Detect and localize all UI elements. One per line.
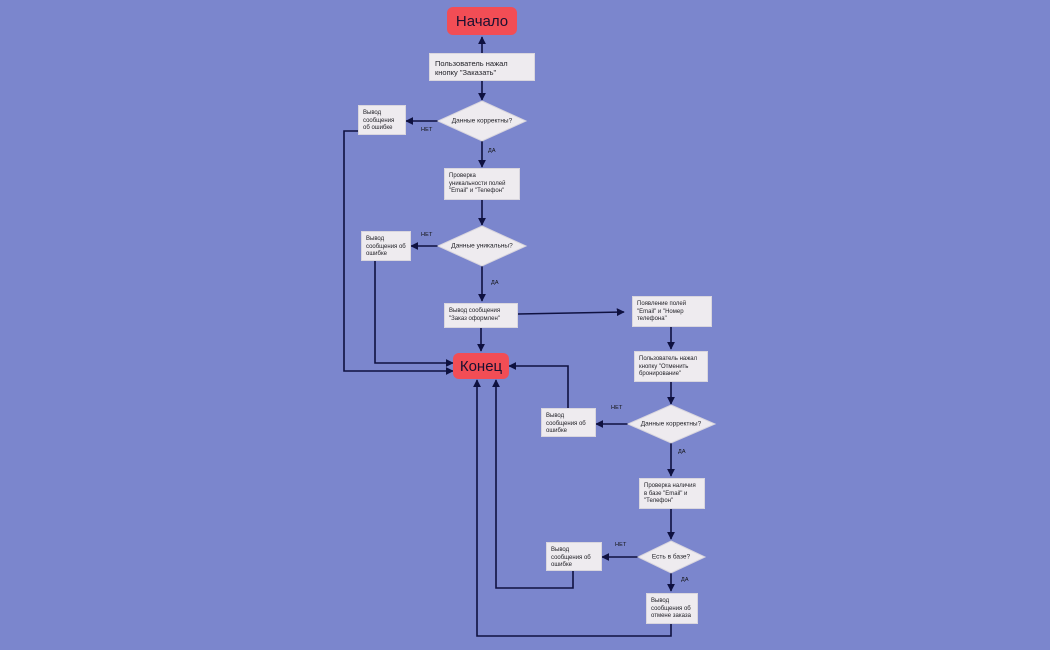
- edge-error-4-to-end: [492, 379, 574, 589]
- error-3-box: Вывод сообщения об ошибке: [541, 408, 596, 437]
- decision-correct-2-shape: [626, 404, 717, 444]
- error-1-box: Вывод сообщения об ошибке: [358, 105, 406, 135]
- edge-error-2-to-end: [374, 261, 454, 367]
- edge-label-no-3: НЕТ: [611, 405, 623, 411]
- end-node: Конец: [453, 353, 509, 379]
- check-unique-fields-box: Проверка уникальности полей "Email" и "Т…: [444, 168, 520, 200]
- edge-label-yes-3: ДА: [678, 449, 686, 455]
- order-done-box: Вывод сообщения "Заказ оформлен": [444, 303, 518, 328]
- edge-label-no-2: НЕТ: [421, 232, 433, 238]
- check-in-db-box: Проверка наличия в базе "Email" и "Телеф…: [639, 478, 705, 509]
- decision-correct-1-shape: [436, 100, 528, 142]
- decision-unique-shape: [436, 225, 528, 267]
- user-order-box: Пользователь нажал кнопку "Заказать": [429, 53, 535, 81]
- edge-order-done-to-fields: [517, 308, 625, 317]
- edge-label-no-4: НЕТ: [615, 542, 627, 548]
- start-node: Начало: [447, 7, 517, 35]
- error-2-box: Вывод сообщения об ошибке: [361, 231, 411, 261]
- fields-appear-box: Появление полей "Email" и "Номер телефон…: [632, 296, 712, 327]
- edge-label-yes-2: ДА: [491, 280, 499, 286]
- decision-correct-1-label: Данные корректны?: [451, 117, 513, 125]
- error-4-box: Вывод сообщения об ошибке: [546, 542, 602, 571]
- decision-in-db-shape: [636, 540, 707, 574]
- edge-error-3-to-end: [508, 362, 569, 408]
- edge-error-1-to-end: [343, 130, 454, 375]
- decision-correct-2-label: Данные корректны?: [640, 420, 702, 428]
- edge-cancel-done-to-end: [473, 379, 672, 637]
- decision-in-db-label: Есть в базе?: [651, 553, 691, 561]
- cancel-done-box: Вывод сообщения об отмене заказа: [646, 593, 698, 624]
- edge-label-yes-4: ДА: [681, 577, 689, 583]
- edge-label-no-1: НЕТ: [421, 127, 433, 133]
- decision-unique-label: Данные уникальны?: [451, 242, 513, 250]
- user-cancel-box: Пользователь нажал кнопку "Отменить брон…: [634, 351, 708, 382]
- edge-label-yes-1: ДА: [488, 148, 496, 154]
